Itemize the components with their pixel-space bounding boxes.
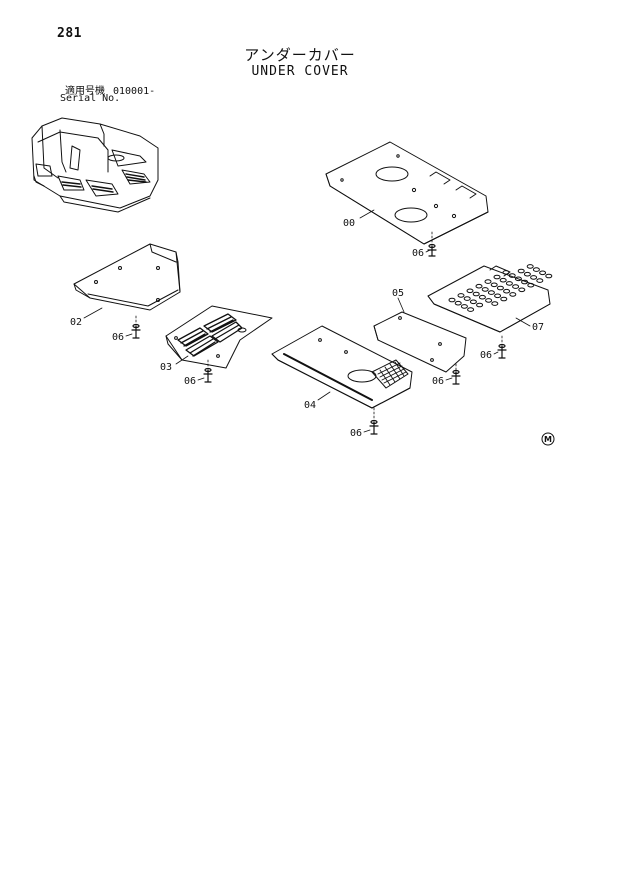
perforation-holes	[448, 264, 553, 312]
bolts-06	[131, 231, 507, 435]
part-02-cover	[73, 243, 181, 311]
perforation-hole	[478, 294, 486, 300]
callout-06-f: 06	[350, 428, 362, 439]
serial-label-en: Serial No.	[60, 93, 121, 104]
part-03-louvered-cover	[165, 305, 273, 369]
callout-03: 03	[160, 362, 172, 373]
perforation-hole	[539, 270, 547, 276]
perforation-hole	[514, 276, 522, 282]
perforation-hole	[476, 302, 484, 308]
m-mark-letter: M	[544, 435, 552, 444]
perforation-hole	[463, 296, 471, 301]
perforation-hole	[526, 264, 534, 269]
perforation-hole	[503, 288, 511, 294]
machine-overview-illustration	[31, 117, 159, 213]
perforation-hole	[475, 283, 483, 289]
callout-06-b: 06	[112, 332, 124, 343]
callout-labels: 00 02 03 04 05 07 06 06 06 06 06 06	[70, 218, 544, 439]
perforation-hole	[530, 275, 538, 280]
perforation-hole	[545, 273, 553, 279]
callout-06-e: 06	[480, 350, 492, 361]
perforation-hole	[493, 274, 501, 280]
perforation-hole	[460, 304, 468, 309]
callout-04: 04	[304, 400, 316, 411]
callout-06-d: 06	[432, 376, 444, 387]
perforation-hole	[536, 278, 544, 283]
title-english: UNDER COVER	[251, 64, 349, 79]
part-05-plate	[373, 311, 467, 373]
perforation-hole	[518, 287, 526, 293]
perforation-hole	[469, 299, 477, 305]
part-07-perforated-cover	[427, 264, 553, 333]
leader-lines	[83, 209, 531, 433]
perforation-hole	[508, 273, 516, 278]
serial-label-jp: 適用号機	[65, 86, 105, 97]
part-04-cover	[271, 325, 413, 409]
m-mark: M	[541, 432, 555, 446]
bolt-06-b	[131, 323, 141, 339]
perforation-hole	[494, 293, 502, 299]
perforation-hole	[523, 271, 531, 277]
perforation-hole	[517, 268, 525, 274]
perforation-hole	[521, 279, 529, 285]
perforation-hole	[491, 301, 499, 306]
perforation-hole	[457, 293, 465, 298]
perforation-hole	[499, 277, 507, 283]
perforation-hole	[502, 270, 510, 275]
callout-05: 05	[392, 288, 404, 299]
perforation-hole	[512, 284, 520, 289]
perforation-hole	[532, 267, 540, 272]
bolt-06-c	[203, 367, 213, 383]
part-00-under-cover	[325, 141, 489, 245]
perforation-hole	[500, 296, 508, 302]
callout-00: 00	[343, 218, 355, 229]
callout-06-c: 06	[184, 376, 196, 387]
perforation-hole	[484, 279, 492, 284]
serial-value: 010001-	[113, 86, 156, 97]
callout-06-a: 06	[412, 248, 424, 259]
perforation-hole	[505, 281, 513, 286]
perforation-hole	[485, 298, 493, 303]
page-number: 281	[57, 26, 82, 41]
perforation-hole	[490, 282, 498, 288]
perforation-hole	[509, 292, 517, 297]
perforation-hole	[454, 300, 462, 306]
callout-07: 07	[532, 322, 544, 333]
perforation-hole	[448, 297, 456, 303]
bolt-06-d	[451, 369, 461, 385]
perforation-hole	[472, 291, 480, 297]
callout-02: 02	[70, 317, 82, 328]
bolt-06-f	[369, 419, 379, 435]
bolt-06-e	[497, 343, 507, 359]
perforation-hole	[466, 288, 474, 294]
perforation-hole	[481, 287, 489, 292]
title-japanese: アンダーカバー	[244, 46, 356, 64]
perforation-hole	[496, 285, 504, 291]
perforation-hole	[527, 282, 535, 288]
perforation-hole	[487, 290, 495, 295]
perforation-hole	[467, 307, 475, 312]
serial-applicability: 適用号機 010001-	[65, 82, 163, 97]
